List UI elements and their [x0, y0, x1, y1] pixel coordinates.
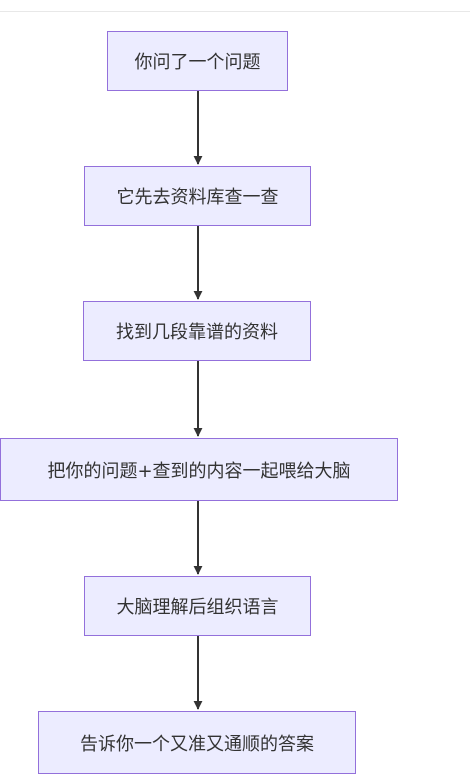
- flow-node-feed-to-brain: 把你的问题+查到的内容一起喂给大脑: [0, 438, 398, 501]
- flow-node-find-reliable-sources: 找到几段靠谱的资料: [83, 301, 311, 361]
- top-divider: [0, 11, 470, 12]
- flow-node-search-database: 它先去资料库查一查: [84, 166, 311, 226]
- flow-node-ask-question: 你问了一个问题: [107, 31, 288, 91]
- flow-node-brain-composes: 大脑理解后组织语言: [84, 576, 311, 636]
- flow-node-final-answer: 告诉你一个又准又通顺的答案: [38, 711, 356, 774]
